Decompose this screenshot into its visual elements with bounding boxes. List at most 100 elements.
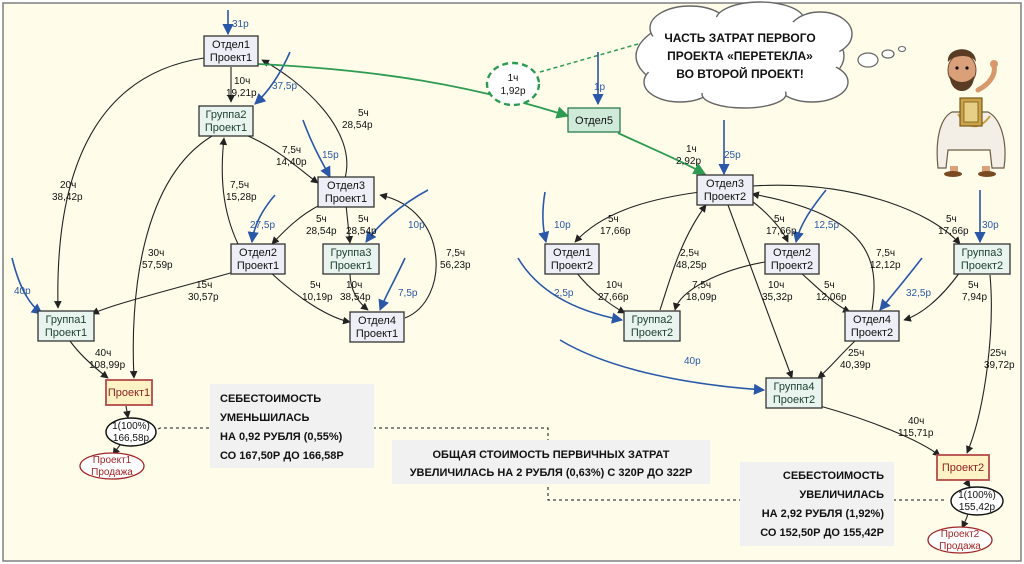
edge-otdel3p2-to-gruppa3p2 [751, 184, 961, 245]
edge-label-e17-hours: 5ч [946, 214, 957, 225]
svg-text:Проект2: Проект2 [704, 191, 746, 203]
node-project1: Проект1 [105, 379, 153, 406]
sale1-project: Проект1 [93, 455, 132, 466]
inflow-label-9: 25р [724, 150, 741, 161]
svg-text:Проект1: Проект1 [205, 122, 247, 134]
svg-text:СО 167,50Р ДО 166,58Р: СО 167,50Р ДО 166,58Р [220, 450, 344, 462]
svg-text:Проект1: Проект1 [237, 260, 279, 272]
svg-text:Проект2: Проект2 [961, 260, 1003, 272]
edge-label-e11-cost: 10,19р [302, 292, 333, 303]
inflow-label-5: 10р [408, 220, 425, 231]
result2-cost: 155,42р [959, 502, 996, 513]
edge-label-e24-hours: 5ч [968, 280, 979, 291]
edge-label-e21-hours: 7,5ч [692, 280, 711, 291]
inflow-label-12: 30р [982, 220, 999, 231]
svg-text:Проект2: Проект2 [551, 260, 593, 272]
result1-count: 1(100%) [112, 421, 150, 432]
edge-gruppa3-to-otdel4 [349, 272, 369, 311]
edge-label-e6-hours: 30ч [148, 248, 164, 259]
svg-text:Проект2: Проект2 [771, 260, 813, 272]
sale2-project: Проект2 [941, 529, 980, 540]
edge-project2-to-result2 [962, 479, 971, 488]
inflow-arrow-14 [879, 257, 923, 311]
inflow-arrow-10 [538, 191, 550, 244]
edge-label-e8-cost: 28,54р [346, 226, 377, 237]
inflow-label-11: 12,5р [814, 220, 839, 231]
inflow-label-2: 37,5р [272, 81, 297, 92]
edge-label-e19-cost: 12,12р [870, 260, 901, 271]
edge-gruppa1-to-project1 [69, 340, 109, 379]
node-otdel4-project2: Отдел4 Проект2 [844, 310, 900, 342]
edge-label-e18-cost: 48,25р [676, 260, 707, 271]
inflow-arrow-2 [254, 51, 291, 105]
svg-text:Проект2: Проект2 [773, 394, 815, 406]
svg-text:НА 2,92 РУБЛЯ (1,92%): НА 2,92 РУБЛЯ (1,92%) [762, 508, 885, 520]
node-otdel2-project1: Отдел2 Проект1 [230, 243, 286, 275]
result2-ellipse: 1(100%) 155,42р [950, 486, 1004, 516]
edge-label-e19-hours: 7,5ч [876, 248, 895, 259]
svg-text:Отдел1: Отдел1 [553, 247, 591, 259]
inflow-arrow-6 [378, 257, 406, 312]
edge-label-e22-hours: 10ч [768, 280, 784, 291]
node-otdel3-project2: Отдел3 Проект2 [696, 174, 754, 206]
svg-text:Проект1: Проект1 [45, 327, 87, 339]
result2-count: 1(100%) [958, 490, 996, 501]
edge-project1-to-result1 [123, 405, 131, 419]
node-gruppa4-project2: Группа4 Проект2 [765, 377, 823, 409]
edge-otdel4-to-otdel3 [379, 192, 437, 319]
svg-text:Группа1: Группа1 [46, 314, 87, 326]
inflow-arrow-4 [247, 194, 276, 244]
edge-label-e17-cost: 17,66р [938, 226, 969, 237]
svg-text:Проект2: Проект2 [631, 327, 673, 339]
edge-label-e26-hours: 25ч [990, 348, 1006, 359]
edge-otdel1-to-gruppa1 [53, 57, 205, 309]
cloud-pointer-line [539, 41, 646, 73]
svg-text:Проект2: Проект2 [851, 327, 893, 339]
node-otdel3-project1: Отдел3 Проект1 [317, 176, 375, 208]
annotation-total-increased: ОБЩАЯ СТОИМОСТЬ ПЕРВИЧНЫХ ЗАТРАТ УВЕЛИЧИ… [392, 440, 710, 484]
inflow-arrow-5 [365, 189, 429, 243]
edge-gruppa2-to-project1 [129, 135, 213, 379]
transfer-circle: 1ч 1,92р [485, 61, 541, 107]
edge-label-e15-hours: 5ч [608, 214, 619, 225]
svg-text:Отдел3: Отдел3 [327, 180, 365, 192]
inflow-label-15: 40р [684, 356, 701, 367]
inflow-label-8: 1р [594, 82, 606, 93]
svg-text:Проект1: Проект1 [108, 387, 150, 399]
edge-label-e10-cost: 30,57р [188, 292, 219, 303]
inflow-labels: 31р 37,5р 15р 27,5р 10р 7,5р 40р 1р 25р … [14, 19, 999, 367]
edge-label-e2-hours: 5ч [358, 108, 369, 119]
edge-label-e13-hours: 40ч [95, 348, 111, 359]
inflow-label-7: 40р [14, 286, 31, 297]
node-otdel1-project1: Отдел1 Проект1 [203, 35, 259, 67]
edge-label-e26-cost: 39,72р [984, 360, 1015, 371]
edge-otdel3p2-to-otdel1p2 [574, 191, 701, 243]
inflow-label-13: 2,5р [554, 288, 574, 299]
edge-otdel2p2-to-gruppa2p2 [672, 261, 766, 311]
sale2-label: Продажа [939, 541, 981, 552]
edge-label-e18-hours: 2,5ч [680, 248, 699, 259]
edge-label-e23-hours: 5ч [824, 280, 835, 291]
edge-otdel3-to-otdel2 [271, 204, 321, 245]
thought-cloud: ЧАСТЬ ЗАТРАТ ПЕРВОГО ПРОЕКТА «ПЕРЕТЕКЛА»… [635, 1, 907, 109]
project2-edges [574, 184, 992, 529]
transfer-cost: 1,92р [500, 86, 525, 97]
edge-label-e5-hours: 20ч [60, 180, 76, 191]
svg-text:Отдел4: Отдел4 [358, 315, 396, 327]
edge-label-e2-cost: 28,54р [342, 120, 373, 131]
edge-label-e1-cost: 19,21р [226, 88, 257, 99]
inflow-label-10: 10р [554, 220, 571, 231]
edge-gruppa3p2-to-otdel4p2 [903, 271, 961, 322]
edge-otdel4p2-to-gruppa4p2 [817, 339, 857, 379]
sale1-label: Продажа [91, 467, 133, 478]
edge-label-e3-hours: 7,5ч [282, 145, 301, 156]
edge-label-e9-hours: 7,5ч [446, 248, 465, 259]
inflow-label-6: 7,5р [398, 288, 418, 299]
svg-text:СЕБЕСТОИМОСТЬ: СЕБЕСТОИМОСТЬ [783, 470, 884, 482]
node-gruppa2-project1: Группа2 Проект1 [198, 105, 254, 137]
svg-text:Проект2: Проект2 [942, 462, 984, 474]
svg-text:Проект1: Проект1 [356, 328, 398, 340]
edge-label-e10-hours: 15ч [196, 280, 212, 291]
edge-gruppa2p2-to-otdel3p2 [659, 204, 707, 311]
node-project2: Проект2 [936, 454, 990, 481]
